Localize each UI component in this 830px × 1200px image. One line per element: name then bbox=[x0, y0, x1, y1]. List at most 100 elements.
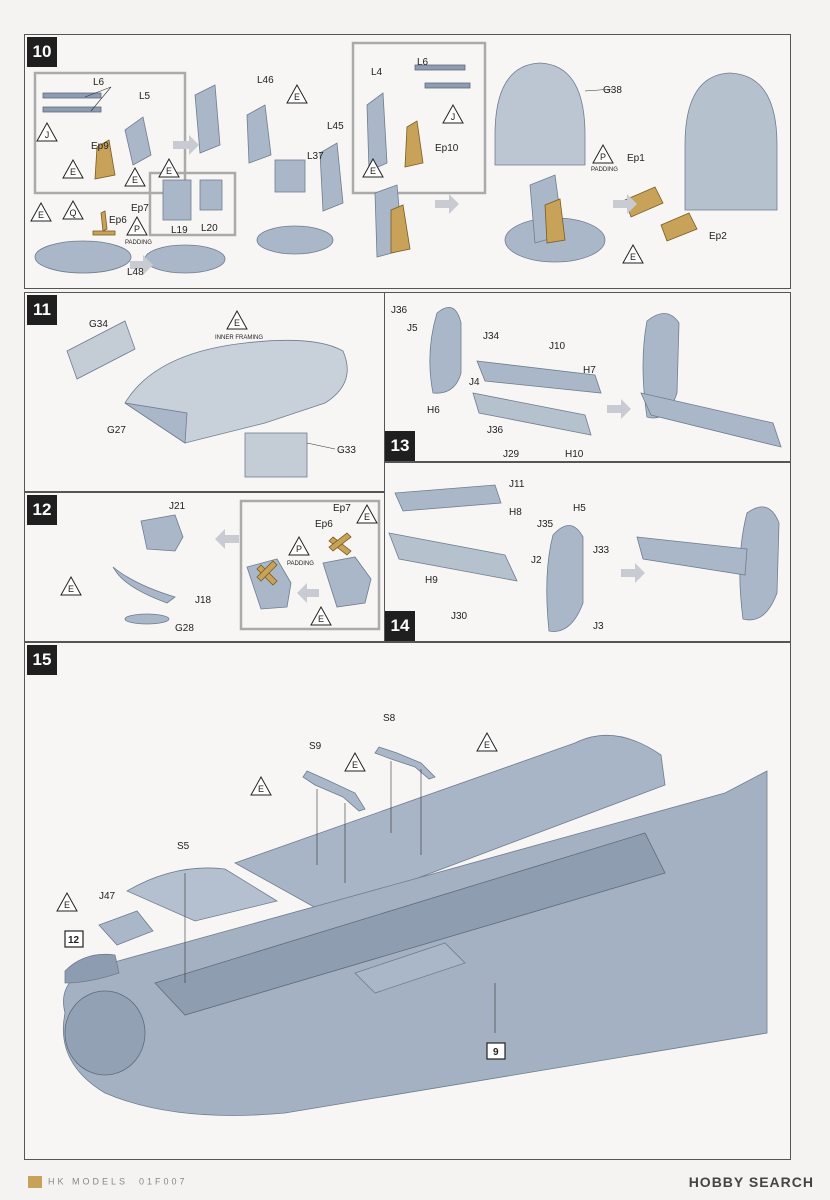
bomb-bay-floor bbox=[154, 832, 666, 1016]
etch-part-Ep7 bbox=[100, 210, 108, 232]
label-H7: H7 bbox=[583, 365, 596, 376]
step-15-panel: 15 E E E E S8 S9 S5 J47 12 bbox=[24, 642, 791, 1160]
label-H5: H5 bbox=[573, 503, 586, 514]
label-Ep10: Ep10 bbox=[435, 143, 459, 154]
base-plate bbox=[34, 240, 132, 274]
label-J10: J10 bbox=[549, 341, 566, 352]
base-plate bbox=[144, 244, 226, 274]
assembled-stabilizer bbox=[636, 536, 748, 576]
label-G38: G38 bbox=[603, 85, 622, 96]
svg-text:E: E bbox=[318, 614, 324, 624]
part-L20 bbox=[199, 179, 223, 211]
canopy-frame bbox=[124, 402, 188, 444]
label-J30: J30 bbox=[451, 611, 468, 622]
label-Ep9: Ep9 bbox=[91, 141, 109, 152]
symbol-P: P bbox=[288, 535, 310, 556]
svg-text:E: E bbox=[38, 210, 44, 220]
stabilizer-H10 bbox=[472, 392, 592, 436]
step-number: 15 bbox=[27, 645, 57, 675]
label-J18: J18 bbox=[195, 595, 212, 606]
subassembly-box bbox=[33, 71, 187, 195]
symbol-E: E bbox=[30, 201, 52, 222]
fin-H5 bbox=[546, 525, 584, 632]
footer: HK MODELS 01F007 HOBBY SEARCH bbox=[0, 1164, 830, 1200]
symbol-E: E bbox=[310, 605, 332, 626]
gun-barrel bbox=[424, 82, 471, 89]
ref-step-9: 9 bbox=[493, 1047, 499, 1058]
label-J36: J36 bbox=[391, 305, 408, 316]
symbol-Q: Q bbox=[62, 199, 84, 220]
step-13-diagram: J36 J5 J34 J10 H7 J4 H6 J36 J29 H10 bbox=[391, 305, 782, 460]
label-J47: J47 bbox=[99, 891, 116, 902]
label-L20: L20 bbox=[201, 223, 218, 234]
label-Ep7: Ep7 bbox=[131, 203, 149, 214]
step-11-diagram: E INNER FRAMING G34 G27 G33 bbox=[66, 309, 356, 478]
symbol-P: P bbox=[592, 143, 614, 164]
label-J21: J21 bbox=[169, 501, 186, 512]
label-Ep6: Ep6 bbox=[109, 215, 127, 226]
label-Ep7: Ep7 bbox=[333, 503, 351, 514]
part-L46 bbox=[246, 104, 272, 164]
step-arrow bbox=[607, 399, 631, 419]
label-Ep6: Ep6 bbox=[315, 519, 333, 530]
svg-text:Q: Q bbox=[69, 208, 76, 218]
seat-a bbox=[246, 558, 292, 610]
step-number: 10 bbox=[27, 37, 57, 67]
label-J2: J2 bbox=[531, 555, 542, 566]
symbol-E: E bbox=[56, 891, 78, 912]
svg-text:E: E bbox=[132, 175, 138, 185]
gun-barrel bbox=[42, 92, 102, 99]
subassembly-box bbox=[148, 171, 237, 237]
upper-fuselage-panel bbox=[234, 734, 666, 914]
etch-plate bbox=[390, 204, 411, 254]
part-L19 bbox=[162, 179, 192, 221]
padding-Ep2 bbox=[660, 212, 698, 242]
svg-text:J: J bbox=[451, 112, 456, 122]
label-J29: J29 bbox=[503, 449, 520, 460]
symbol-J: J bbox=[442, 103, 464, 124]
inner-framing-note: INNER FRAMING bbox=[215, 335, 263, 341]
symbol-E: E bbox=[344, 751, 366, 772]
svg-text:P: P bbox=[134, 224, 140, 234]
svg-text:E: E bbox=[630, 252, 636, 262]
symbol-E: E bbox=[124, 166, 146, 187]
label-H10: H10 bbox=[565, 449, 584, 460]
svg-text:E: E bbox=[68, 584, 74, 594]
step-10-panel: 10 bbox=[24, 34, 791, 289]
label-G33: G33 bbox=[337, 445, 356, 456]
label-J36: J36 bbox=[487, 425, 504, 436]
brand: HK MODELS 01F007 bbox=[28, 1176, 188, 1188]
step-12-diagram: E P E E PADDING J21 J18 G28 Ep7 Ep6 bbox=[60, 499, 381, 634]
canopy-panel-G34 bbox=[66, 320, 136, 380]
subassembly-box bbox=[351, 41, 487, 195]
step-15-diagram: E E E E S8 S9 S5 J47 12 9 bbox=[56, 713, 768, 1116]
svg-text:E: E bbox=[166, 166, 172, 176]
etch-part-Ep7 bbox=[328, 532, 352, 552]
step-number: 14 bbox=[385, 611, 415, 641]
canopy-panel-G33 bbox=[244, 432, 308, 478]
label-L37: L37 bbox=[307, 151, 324, 162]
etch-strap bbox=[256, 560, 278, 582]
svg-text:E: E bbox=[484, 740, 490, 750]
stabilizer-H7 bbox=[476, 360, 602, 394]
symbol-E: E bbox=[158, 157, 180, 178]
label-Ep2: Ep2 bbox=[709, 231, 727, 242]
step-arrow bbox=[173, 135, 199, 155]
label-S9: S9 bbox=[309, 741, 322, 752]
symbol-J: J bbox=[36, 121, 58, 142]
label-L45: L45 bbox=[327, 121, 344, 132]
assembled-stabilizer bbox=[640, 392, 782, 448]
kit-code: 01F007 bbox=[139, 1176, 188, 1187]
padding-note: PADDING bbox=[125, 240, 152, 246]
label-Ep1: Ep1 bbox=[627, 153, 645, 164]
step-12-panel: 12 E P E E PADDING J21 J18 G28 Ep7 Ep6 bbox=[24, 492, 385, 642]
symbol-E: E bbox=[250, 775, 272, 796]
svg-text:P: P bbox=[600, 152, 606, 162]
turret-dome-G38 bbox=[494, 62, 586, 166]
base-plate bbox=[256, 225, 334, 255]
padding-note: PADDING bbox=[287, 561, 314, 567]
symbol-E: E bbox=[62, 158, 84, 179]
nose-section bbox=[64, 990, 146, 1076]
label-J5: J5 bbox=[407, 323, 418, 334]
watermark: HOBBY SEARCH bbox=[688, 1174, 814, 1190]
